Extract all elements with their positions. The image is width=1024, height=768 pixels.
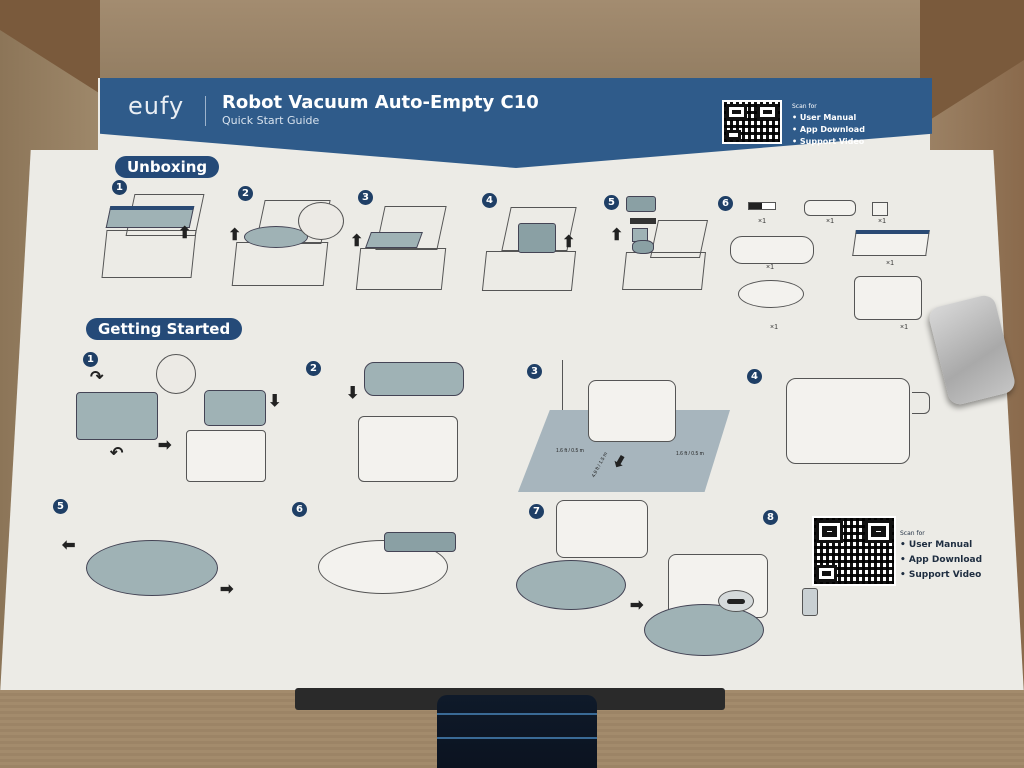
getting-started-step-6-illustration — [300, 520, 480, 610]
rotate-arrow-icon: ↷ — [90, 369, 104, 386]
arrow-left-icon: ⬅ — [62, 537, 76, 554]
getting-started-step-5-illustration: ⬅ ➡ — [60, 520, 250, 610]
unboxing-step-2-badge: 2 — [238, 186, 253, 201]
getting-started-scan-list: Scan for • User Manual • App Download • … — [900, 530, 982, 585]
station-base-part — [854, 276, 922, 320]
arrow-right-icon: ➡ — [158, 437, 172, 454]
package-contents: ×1 ×1 ×1 ×1 ×1 ×1 ×1 — [730, 196, 940, 336]
station-cover-part — [730, 236, 814, 264]
unboxing-step-6-badge: 6 — [718, 196, 733, 211]
phone-scan-icon — [802, 588, 818, 616]
unboxing-step-3-illustration: ⬆ — [350, 200, 450, 292]
scan-for-label: Scan for — [792, 103, 817, 110]
section-title-unboxing: Unboxing — [115, 156, 220, 178]
section-title-getting-started: Getting Started — [86, 318, 243, 340]
arrow-right-icon: ➡ — [220, 581, 234, 598]
led-indicator-icon — [718, 590, 754, 612]
station-plugged-in — [786, 378, 910, 464]
getting-started-step-2-badge: 2 — [306, 361, 321, 376]
arrow-up-icon: ⬆ — [178, 225, 192, 242]
unboxing-step-1-badge: 1 — [112, 180, 127, 195]
scan-for-label: Scan for — [900, 530, 925, 537]
scan-item-user-manual: • User Manual — [900, 540, 973, 550]
scan-item-support-video: • Support Video — [792, 137, 865, 146]
scan-item-user-manual: • User Manual — [792, 113, 857, 122]
getting-started-step-3-badge: 3 — [527, 364, 542, 379]
getting-started-step-1-illustration: ↷ ↶ ⬇ ➡ — [70, 350, 282, 485]
unboxing-step-1-illustration: ⬆ — [100, 192, 210, 282]
dust-bag-part — [872, 202, 888, 216]
arrow-right-icon: ➡ — [630, 597, 644, 614]
product-title: Robot Vacuum Auto-Empty C10 — [222, 92, 539, 113]
arrow-up-icon: ⬆ — [228, 227, 242, 244]
arrow-down-icon: ⬇ — [268, 393, 282, 410]
unboxing-step-4-illustration: ⬆ — [480, 205, 590, 297]
scan-item-app-download: • App Download — [900, 555, 983, 565]
header-divider — [205, 96, 206, 126]
wall-line — [562, 360, 563, 420]
unboxing-step-3-badge: 3 — [358, 190, 373, 205]
header-scan-list: Scan for • User Manual • App Download • … — [792, 103, 865, 149]
arrow-up-icon: ⬆ — [350, 233, 364, 250]
distance-left-label: 1.6 ft / 0.5 m — [556, 448, 584, 454]
unboxing-step-5-badge: 5 — [604, 195, 619, 210]
eufy-logo: eufy — [128, 92, 185, 120]
power-cable-icon — [912, 392, 930, 414]
brush-module-part — [804, 200, 856, 216]
getting-started-step-1-badge: 1 — [83, 352, 98, 367]
getting-started-step-4-badge: 4 — [747, 369, 762, 384]
robot-vacuum-part — [738, 280, 804, 308]
manual-part — [852, 230, 930, 256]
arrow-down-icon: ⬇ — [346, 385, 360, 402]
getting-started-step-2-illustration: ⬇ — [340, 360, 480, 485]
distance-right-label: 1.6 ft / 0.5 m — [676, 451, 704, 457]
scan-item-app-download: • App Download — [792, 125, 865, 134]
guide-subtitle: Quick Start Guide — [222, 114, 320, 127]
unboxing-step-4-badge: 4 — [482, 193, 497, 208]
arrow-up-icon: ⬆ — [562, 234, 576, 251]
qr-code-icon[interactable] — [722, 100, 782, 144]
filter-part — [748, 202, 776, 210]
rotate-arrow-icon: ↶ — [110, 445, 124, 462]
scan-item-support-video: • Support Video — [900, 570, 982, 580]
getting-started-step-6-badge: 6 — [292, 502, 307, 517]
getting-started-step-7-badge: 7 — [529, 504, 544, 519]
station-placement — [588, 380, 676, 442]
getting-started-step-7-illustration: ➡ — [500, 500, 780, 670]
unboxing-step-2-illustration: ⬆ — [226, 196, 356, 288]
arrow-up-icon: ⬆ — [610, 227, 624, 244]
unboxing-step-5-illustration: ⬆ — [610, 194, 720, 294]
getting-started-step-5-badge: 5 — [53, 499, 68, 514]
box-pull-tab[interactable] — [437, 695, 597, 768]
getting-started-step-8-badge: 8 — [763, 510, 778, 525]
qr-code-icon[interactable] — [812, 516, 896, 586]
